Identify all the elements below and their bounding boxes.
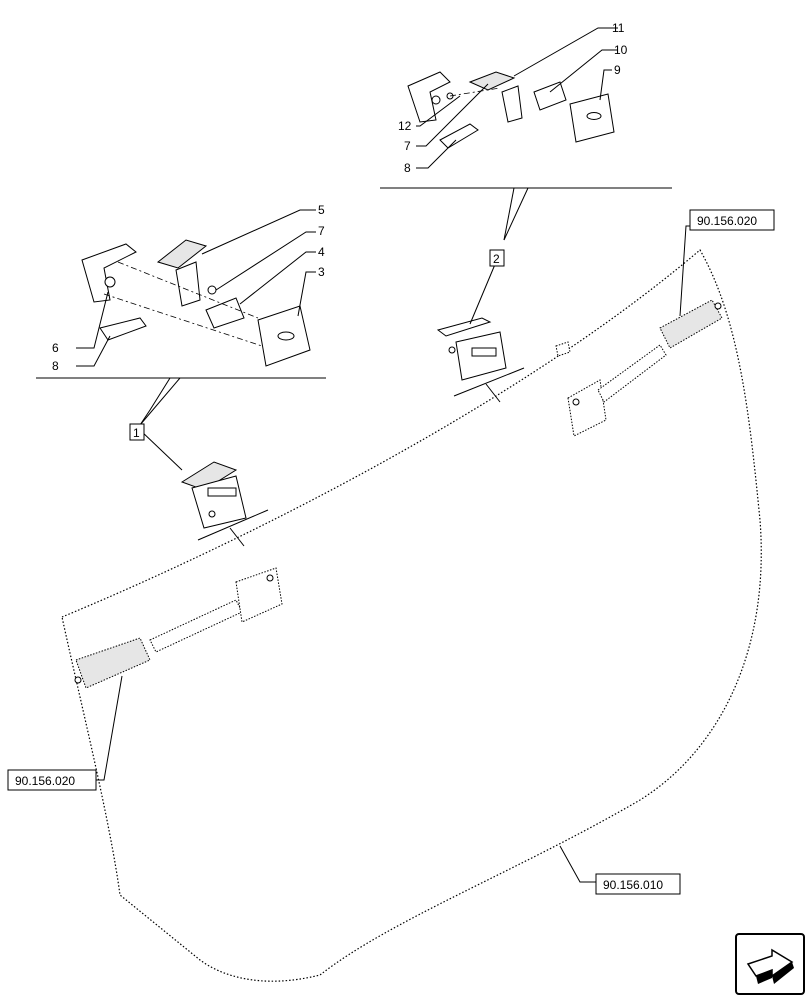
callout-9: 9 <box>614 63 621 77</box>
callout-4: 4 <box>318 245 325 259</box>
ref-glass[interactable]: 90.156.010 <box>603 878 663 892</box>
break-line-1 <box>197 509 269 541</box>
callout-5: 5 <box>318 203 325 217</box>
callout-11: 11 <box>612 21 625 35</box>
detail-2-parts <box>407 71 615 149</box>
callout-10: 10 <box>614 43 628 57</box>
callout-12: 12 <box>398 119 412 133</box>
latch-assembly-1 <box>180 461 247 529</box>
callout-7: 7 <box>318 224 325 238</box>
ref-box-strut-left <box>7 769 97 791</box>
detail-1-parts <box>81 239 311 367</box>
arrow-navigation-icon[interactable] <box>735 933 805 995</box>
callout-2: 2 <box>493 252 500 266</box>
ref-box-strut-right <box>689 209 775 231</box>
ref-strut-left[interactable]: 90.156.020 <box>15 774 75 788</box>
callout-box-1 <box>129 423 145 441</box>
latch-assembly-2 <box>436 317 507 381</box>
callout-8-detail-2: 8 <box>404 161 411 175</box>
ref-strut-right[interactable]: 90.156.020 <box>697 214 757 228</box>
callout-7-detail-2: 7 <box>404 139 411 153</box>
gas-strut-left <box>74 567 283 689</box>
ref-box-glass <box>595 873 681 895</box>
gas-strut-right <box>567 299 723 437</box>
callout-box-2 <box>489 249 505 267</box>
callout-1: 1 <box>133 426 140 440</box>
callout-8: 8 <box>52 359 59 373</box>
break-line-2 <box>453 367 525 397</box>
door-glass-outline <box>61 249 762 982</box>
callout-3: 3 <box>318 265 325 279</box>
callout-6: 6 <box>52 341 59 355</box>
